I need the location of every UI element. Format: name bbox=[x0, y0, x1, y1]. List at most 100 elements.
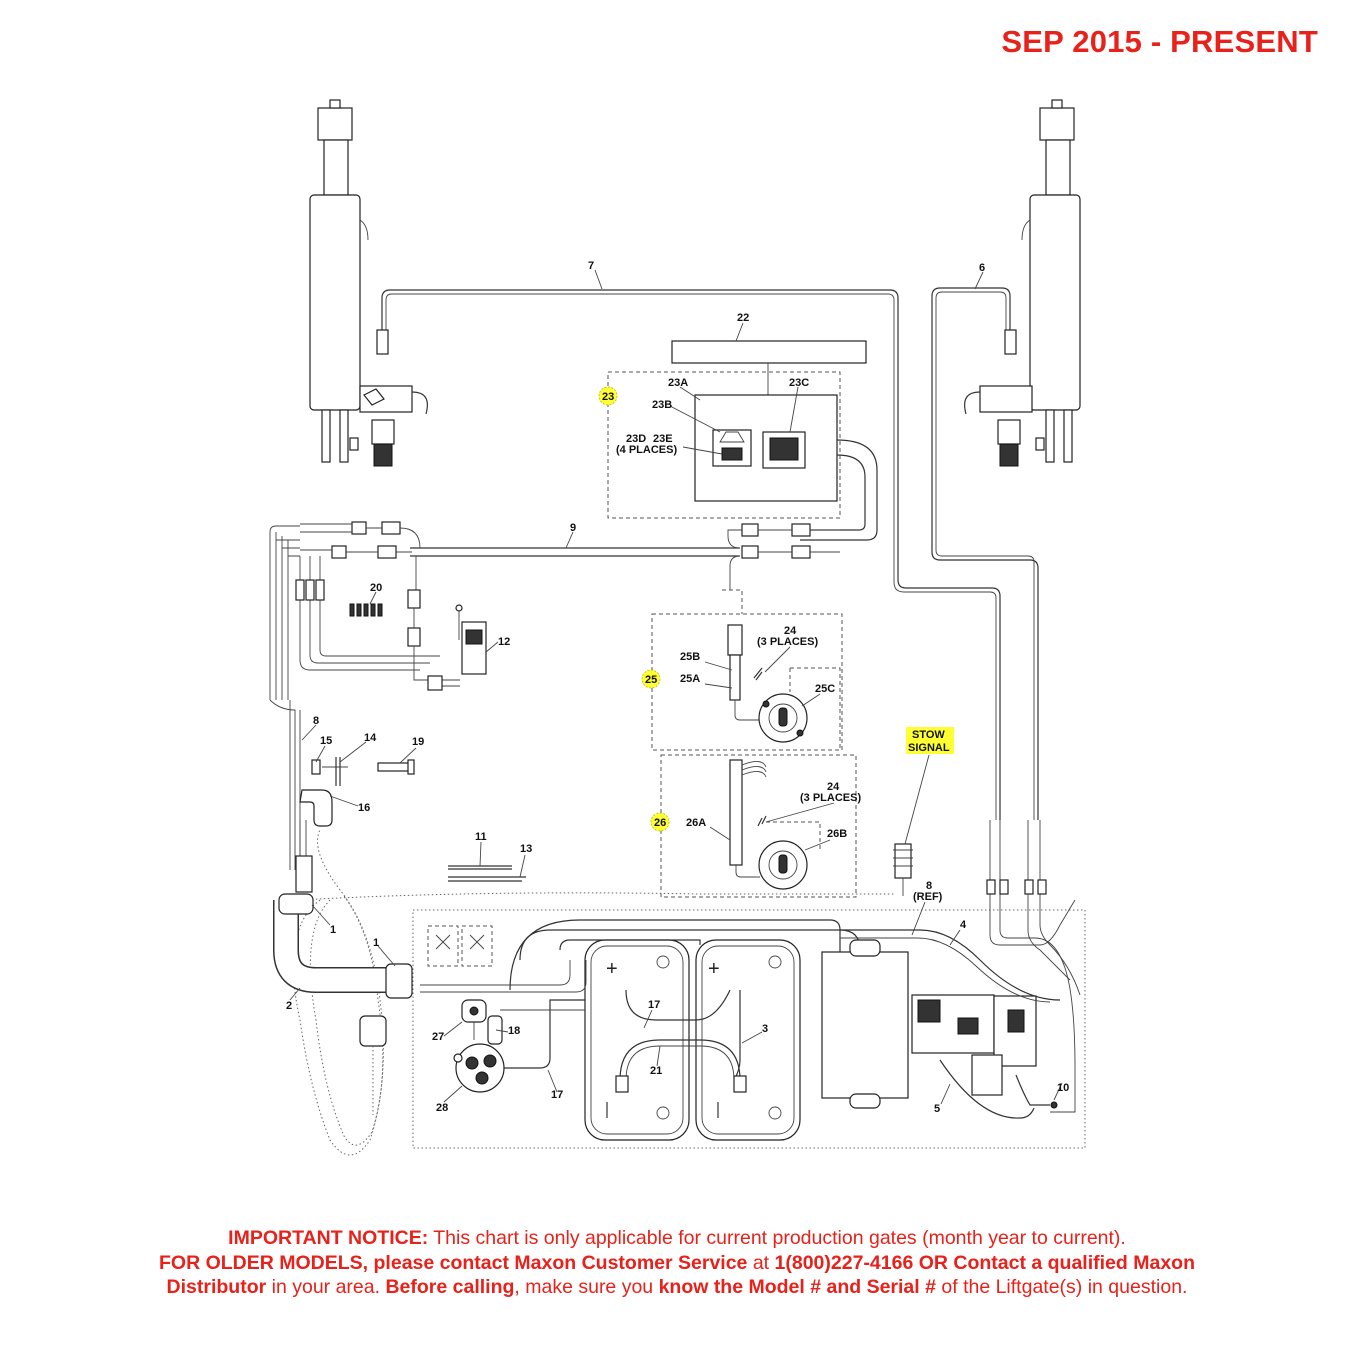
callout-9: 9 bbox=[570, 522, 576, 534]
notice-end: of the Liftgate(s) in question. bbox=[935, 1276, 1188, 1298]
notice-before-calling: Before calling bbox=[385, 1276, 515, 1298]
hose-4 bbox=[840, 929, 1061, 1001]
part-18 bbox=[487, 1015, 503, 1045]
notice-at: at bbox=[747, 1251, 775, 1274]
callout-23c: 23C bbox=[789, 377, 809, 389]
note-3-places-b: (3 PLACES) bbox=[800, 792, 861, 804]
callout-25-highlight bbox=[641, 669, 661, 689]
part-22-bar bbox=[671, 340, 867, 364]
callout-20: 20 bbox=[370, 582, 382, 594]
part-14 bbox=[335, 757, 341, 786]
callout-14: 14 bbox=[364, 732, 377, 744]
notice-line-3: Distributor in your area. Before calling… bbox=[0, 1275, 1354, 1300]
callout-18: 18 bbox=[508, 1025, 520, 1037]
callout-28: 28 bbox=[436, 1102, 448, 1114]
notice-line-2: FOR OLDER MODELS, please contact Maxon C… bbox=[0, 1251, 1354, 1276]
part-13-tie bbox=[448, 876, 526, 882]
part-20-terminals bbox=[349, 603, 383, 617]
part-27-relay bbox=[461, 999, 487, 1023]
fuse-box-right bbox=[461, 925, 493, 967]
hose-7-fitting bbox=[376, 329, 389, 355]
callout-25: 25 bbox=[645, 674, 657, 686]
callout-26: 26 bbox=[654, 817, 666, 829]
callout-11: 11 bbox=[475, 831, 487, 843]
switch-23b bbox=[712, 429, 752, 467]
cable-21 bbox=[619, 1039, 741, 1081]
callout-22: 22 bbox=[737, 312, 749, 324]
notice-model-serial: know the Model # and Serial # bbox=[658, 1276, 936, 1298]
power-unit-area bbox=[412, 909, 1086, 1149]
part-11-tie bbox=[448, 865, 512, 870]
notice-line-1: IMPORTANT NOTICE: This chart is only app… bbox=[0, 1226, 1354, 1251]
notice-older-models: FOR OLDER MODELS, please contact Maxon C… bbox=[159, 1251, 748, 1274]
svg-text:+: + bbox=[606, 958, 618, 980]
callout-25c: 25C bbox=[815, 683, 835, 695]
callout-13: 13 bbox=[520, 843, 532, 855]
assembly-23-box bbox=[607, 371, 841, 519]
fuse-box-left bbox=[427, 925, 459, 967]
callout-2: 2 bbox=[286, 1000, 292, 1012]
callout-5: 5 bbox=[934, 1103, 940, 1115]
part-28-solenoid bbox=[453, 1043, 505, 1093]
note-4-places: (4 PLACES) bbox=[616, 444, 677, 456]
callout-17-a: 17 bbox=[648, 999, 660, 1011]
notice-heading: IMPORTANT NOTICE: bbox=[228, 1227, 429, 1249]
callout-4: 4 bbox=[960, 919, 967, 931]
pump-motor bbox=[821, 951, 909, 1099]
callout-25b: 25B bbox=[680, 651, 700, 663]
stow-signal-sensor bbox=[893, 843, 913, 896]
callout-12: 12 bbox=[498, 636, 510, 648]
callout-24-a: 24 bbox=[784, 625, 797, 637]
callout-23-highlight bbox=[598, 386, 618, 406]
callout-25a: 25A bbox=[680, 673, 700, 685]
part-12-solenoid bbox=[427, 604, 487, 691]
switch-23c bbox=[762, 431, 806, 469]
callout-26b: 26B bbox=[827, 828, 847, 840]
callout-3: 3 bbox=[762, 1023, 768, 1035]
callout-1-a: 1 bbox=[330, 924, 336, 936]
callout-8-ref: 8 bbox=[926, 880, 932, 892]
callout-27: 27 bbox=[432, 1031, 444, 1043]
hose-7 bbox=[381, 289, 1001, 820]
callout-8: 8 bbox=[313, 715, 319, 727]
callout-26a: 26A bbox=[686, 817, 706, 829]
callout-10: 10 bbox=[1057, 1082, 1069, 1094]
stow-signal-highlight bbox=[906, 727, 954, 754]
callout-23: 23 bbox=[602, 391, 614, 403]
callout-1-b: 1 bbox=[373, 937, 379, 949]
callout-21: 21 bbox=[650, 1065, 662, 1077]
callout-7: 7 bbox=[588, 260, 594, 272]
callout-17-b: 17 bbox=[551, 1089, 563, 1101]
note-3-places-a: (3 PLACES) bbox=[757, 636, 818, 648]
callout-23d: 23D bbox=[626, 433, 646, 445]
hose-6-fitting bbox=[1004, 329, 1017, 355]
left-hydraulic-cylinder bbox=[309, 99, 428, 467]
callout-19: 19 bbox=[412, 736, 424, 748]
callout-23b: 23B bbox=[652, 399, 672, 411]
callout-24-b: 24 bbox=[827, 781, 840, 793]
notice-text-1: This chart is only applicable for curren… bbox=[428, 1227, 1126, 1249]
important-notice: IMPORTANT NOTICE: This chart is only app… bbox=[0, 1226, 1354, 1300]
dotted-cable-loop bbox=[292, 829, 384, 1156]
valve-block bbox=[911, 994, 1037, 1096]
stow-signal-line-2: SIGNAL bbox=[908, 742, 950, 754]
cable-17 bbox=[625, 989, 731, 1021]
callout-6: 6 bbox=[979, 262, 985, 274]
callout-26-highlight bbox=[650, 812, 670, 832]
callout-23e: 23E bbox=[653, 433, 673, 445]
svg-text:+: + bbox=[708, 958, 720, 980]
part-19 bbox=[377, 762, 413, 772]
notice-in-area: in your area. bbox=[266, 1276, 386, 1298]
stow-signal-line-1: STOW bbox=[912, 729, 945, 741]
hose-5 bbox=[939, 1059, 1035, 1119]
notice-phone: 1(800)227-4166 OR Contact a qualified Ma… bbox=[774, 1251, 1195, 1274]
note-ref: (REF) bbox=[913, 891, 943, 903]
notice-distributor: Distributor bbox=[166, 1276, 267, 1298]
part-16-bracket bbox=[299, 789, 333, 827]
callout-15: 15 bbox=[320, 735, 332, 747]
part-connector-bottom bbox=[359, 1015, 387, 1047]
callout-16: 16 bbox=[358, 802, 370, 814]
cable-10 bbox=[1015, 1074, 1050, 1106]
